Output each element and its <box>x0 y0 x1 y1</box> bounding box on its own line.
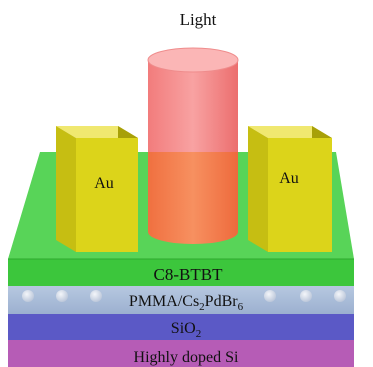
left-au-label: Au <box>94 175 114 192</box>
si-layer <box>8 340 354 367</box>
pmma-label: PMMA/Cs2PdBr6 <box>129 293 244 313</box>
pmma-mid: PdBr <box>205 293 239 310</box>
pmma-sub-1: 2 <box>199 301 205 313</box>
si-label: Highly doped Si <box>134 349 239 366</box>
light-label: Light <box>180 10 217 29</box>
right-au-label: Au <box>279 170 299 187</box>
light-beam <box>147 47 239 244</box>
nanocrystal-dots <box>22 290 346 302</box>
sio2-layer <box>8 314 354 340</box>
pmma-prefix: PMMA/Cs <box>129 293 199 310</box>
pmma-sub-2: 6 <box>238 301 244 313</box>
sio2-sub: 2 <box>196 328 202 340</box>
right-au-electrode <box>248 126 332 252</box>
sio2-label: SiO2 <box>171 320 201 340</box>
c8btbt-label: C8-BTBT <box>154 265 224 284</box>
left-au-electrode <box>56 126 138 252</box>
sio2-prefix: SiO <box>171 320 196 337</box>
c8btbt-layer <box>8 259 354 286</box>
